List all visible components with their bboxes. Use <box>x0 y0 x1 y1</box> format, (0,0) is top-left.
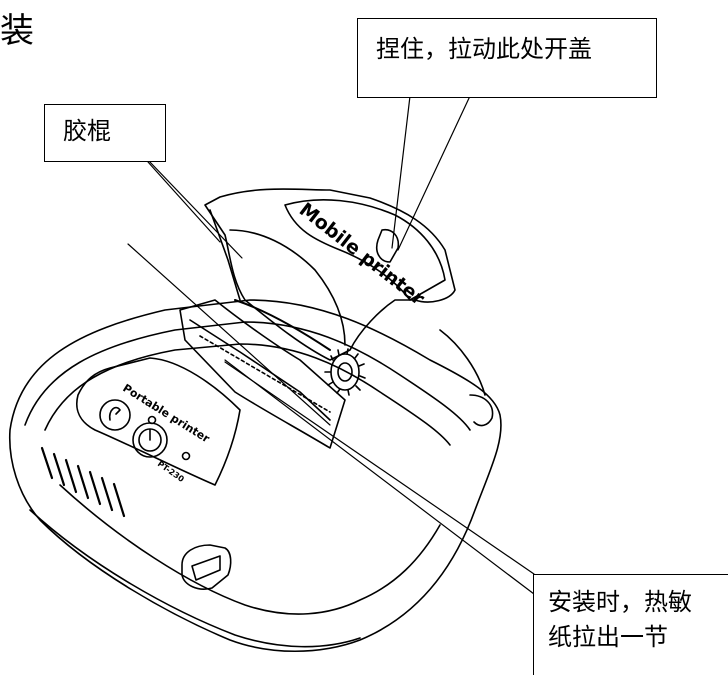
roller-gear-inner <box>337 362 353 382</box>
leader-cover-1 <box>391 95 411 249</box>
roller-gear-teeth <box>324 348 366 396</box>
paper-compartment <box>179 299 346 449</box>
printer-body-outline <box>8 299 502 653</box>
model-text: PT-230 <box>156 459 186 484</box>
control-panel <box>76 357 241 486</box>
callout-paper-install: 安装时，热敏 纸拉出一节 <box>533 574 728 675</box>
cover-latch <box>375 228 400 263</box>
feed-button-glyph <box>108 406 121 421</box>
grip-ridges <box>40 446 126 518</box>
printer-top-rim <box>24 321 471 431</box>
tear-bar <box>199 335 331 413</box>
printer-base-inner <box>59 484 441 615</box>
leader-paper-1 <box>224 359 535 595</box>
callout-rubber-roller: 胶棍 <box>44 104 166 162</box>
printer-base-outline <box>29 509 361 648</box>
power-button-ring <box>138 428 162 452</box>
callout-rubber-roller-text: 胶棍 <box>63 117 111 145</box>
side-rim-right <box>439 329 486 396</box>
roller-gear <box>330 353 360 391</box>
side-hinge <box>469 394 494 427</box>
leader-roller-2 <box>147 161 221 243</box>
leader-paper-guide <box>127 243 331 426</box>
cropped-heading: 装 <box>0 11 34 51</box>
rubber-roller <box>234 299 331 351</box>
callout-cover-release: 捏住，拉动此处开盖 <box>357 18 657 98</box>
printer-top-rim-inner <box>44 343 451 446</box>
cover-side-face <box>229 229 346 346</box>
callout-paper-install-line2: 纸拉出一节 <box>548 622 668 651</box>
leader-roller-1 <box>147 159 243 259</box>
cover-outline <box>204 188 456 361</box>
leader-paper-2 <box>224 361 535 575</box>
callout-cover-release-text: 捏住，拉动此处开盖 <box>376 35 592 63</box>
leader-cover-2 <box>397 95 471 251</box>
indicator-led-2 <box>181 451 191 461</box>
cover-hinge <box>209 209 241 301</box>
usb-port <box>181 544 232 590</box>
feed-button <box>99 399 131 431</box>
callout-paper-install-line1: 安装时，热敏 <box>548 588 692 616</box>
indicator-led-1 <box>147 415 157 425</box>
cover-top-face <box>284 199 446 301</box>
usb-port-inner <box>191 555 221 581</box>
paper-edge <box>189 319 331 421</box>
